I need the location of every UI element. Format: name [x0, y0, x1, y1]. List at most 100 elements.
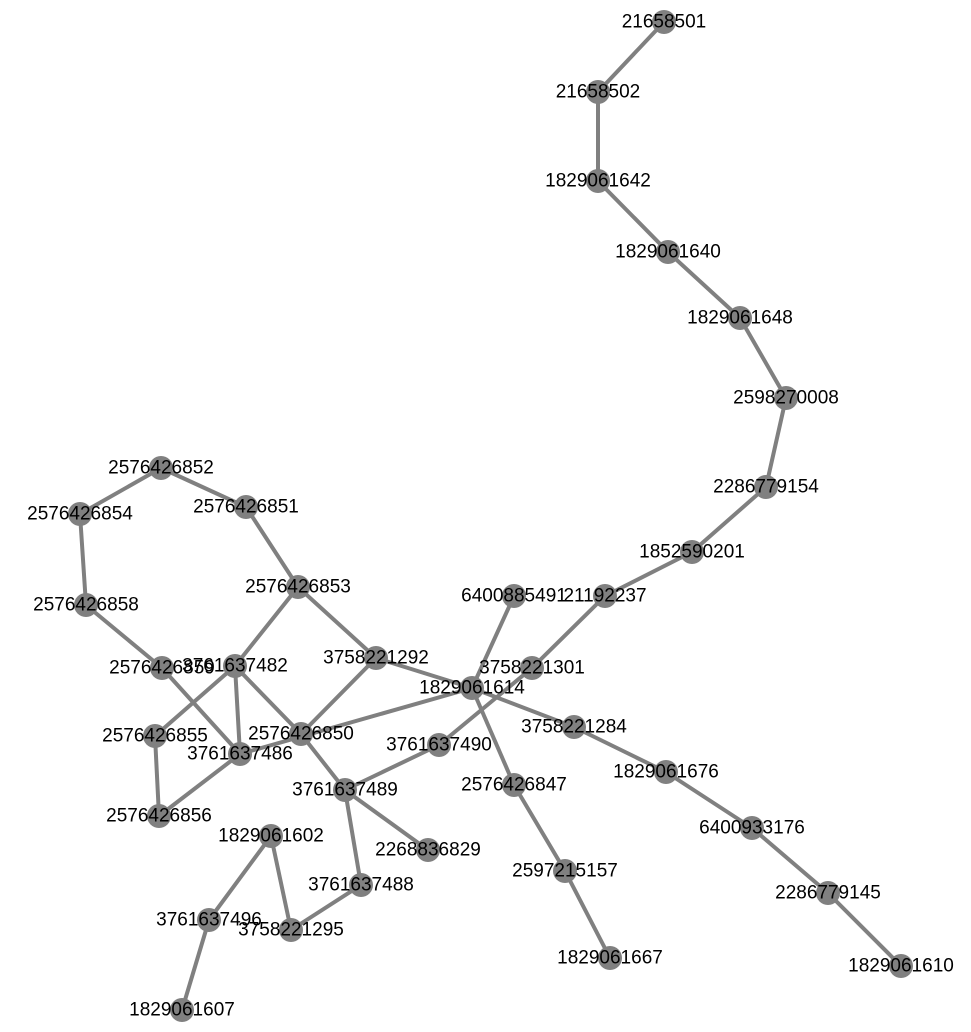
edge-3761637490-3761637489 [343, 743, 441, 792]
node-label-2576426858: 2576426858 [33, 595, 139, 616]
node-2268836829 [416, 838, 440, 862]
edge-2576426855-2576426856 [153, 734, 161, 818]
edge-2576426850-3758221292 [299, 656, 378, 736]
node-2286779145 [816, 881, 840, 905]
node-3758221301 [520, 656, 544, 680]
edge-1829061602-3761637496 [207, 834, 273, 922]
edge-2576426858-2576426859 [84, 603, 164, 670]
node-label-2576426855: 2576426855 [102, 726, 208, 747]
edge-3758221295-1829061602 [269, 834, 293, 932]
node-label-2576426850: 2576426850 [248, 724, 354, 745]
node-2576426851 [234, 495, 258, 519]
node-label-2576426851: 2576426851 [193, 497, 299, 518]
node-label-2268836829: 2268836829 [375, 840, 481, 861]
edge-2576426854-2576426858 [78, 512, 88, 607]
edge-2576426856-3761637486 [157, 752, 242, 818]
node-1829061648 [728, 306, 752, 330]
edge-2576426851-2576426852 [159, 466, 248, 509]
node-3761637486 [228, 742, 252, 766]
edge-3761637486-1829061614 [238, 686, 474, 756]
node-label-21658502: 21658502 [556, 82, 641, 103]
edge-1829061614-6400885491 [470, 594, 516, 690]
node-label-2286779145: 2286779145 [775, 883, 881, 904]
node-3758221292 [364, 646, 388, 670]
edge-21658501-21658502 [596, 20, 666, 94]
edge-3761637488-3758221295 [289, 883, 363, 932]
node-3758221284 [562, 715, 586, 739]
node-label-2576426856: 2576426856 [106, 806, 212, 827]
node-label-3761637488: 3761637488 [308, 875, 414, 896]
node-2576426852 [149, 456, 173, 480]
edge-1852590201-21192237 [603, 550, 694, 598]
node-21192237 [593, 584, 617, 608]
node-1829061676 [654, 760, 678, 784]
edge-2598270008-2286779154 [764, 396, 788, 489]
node-label-21658501: 21658501 [622, 12, 707, 33]
node-6400885491 [502, 584, 526, 608]
node-6400933176 [740, 816, 764, 840]
edge-1829061648-2598270008 [738, 316, 788, 400]
edge-3761637482-3761637486 [233, 664, 242, 756]
node-1829061640 [656, 240, 680, 264]
node-21658501 [652, 10, 676, 34]
edge-3758221284-1829061676 [572, 725, 668, 774]
node-2576426855 [143, 724, 167, 748]
node-3761637482 [223, 654, 247, 678]
node-label-3761637489: 3761637489 [292, 780, 398, 801]
node-label-2597215157: 2597215157 [512, 861, 618, 882]
edge-3758221292-1829061614 [374, 656, 474, 690]
node-2576426858 [74, 593, 98, 617]
node-label-1829061607: 1829061607 [129, 1000, 235, 1021]
edge-1829061614-3758221284 [470, 686, 576, 729]
node-2576426859 [150, 656, 174, 680]
node-1829061610 [889, 954, 913, 978]
edge-1829061640-1829061648 [666, 250, 742, 320]
edge-2576426859-3761637486 [160, 666, 242, 756]
node-2286779154 [754, 475, 778, 499]
node-2576426847 [502, 773, 526, 797]
node-label-6400885491: 6400885491 [461, 586, 567, 607]
edge-3758221301-3761637490 [437, 666, 534, 747]
node-3761637488 [349, 873, 373, 897]
node-label-2576426852: 2576426852 [108, 458, 214, 479]
node-label-2576426847: 2576426847 [461, 775, 567, 796]
edge-2576426850-3761637482 [233, 664, 303, 736]
node-2576426856 [147, 804, 171, 828]
node-label-2598270008: 2598270008 [733, 388, 839, 409]
node-label-3758221284: 3758221284 [521, 717, 627, 738]
node-3761637490 [427, 733, 451, 757]
node-label-1829061676: 1829061676 [613, 762, 719, 783]
node-1829061602 [259, 824, 283, 848]
edge-3761637489-2268836829 [343, 788, 430, 852]
node-label-1829061642: 1829061642 [545, 171, 651, 192]
edge-1829061642-1829061640 [596, 179, 670, 254]
labels-layer: 2165850121658502182906164218290616401829… [27, 12, 954, 1021]
node-label-2576426854: 2576426854 [27, 504, 133, 525]
node-label-1829061648: 1829061648 [687, 308, 793, 329]
node-2576426854 [68, 502, 92, 526]
edge-1829061614-2576426847 [470, 686, 516, 787]
node-label-2576426859: 2576426859 [109, 658, 215, 679]
node-1829061642 [586, 169, 610, 193]
edge-2576426853-3761637482 [233, 585, 300, 668]
node-label-6400933176: 6400933176 [699, 818, 805, 839]
node-label-1829061614: 1829061614 [419, 678, 525, 699]
node-label-21192237: 21192237 [563, 586, 646, 607]
edge-2576426847-2597215157 [512, 783, 567, 873]
node-label-3761637482: 3761637482 [182, 656, 288, 677]
edge-2576426852-2576426854 [78, 466, 163, 516]
edge-2286779145-1829061610 [826, 891, 903, 968]
node-1852590201 [680, 540, 704, 564]
edge-6400933176-2286779145 [750, 826, 830, 895]
node-2597215157 [553, 859, 577, 883]
node-label-1829061610: 1829061610 [848, 956, 954, 977]
edge-21192237-3758221301 [530, 594, 607, 670]
node-2576426850 [289, 722, 313, 746]
node-label-3758221295: 3758221295 [238, 920, 344, 941]
node-1829061667 [598, 946, 622, 970]
node-label-3758221301: 3758221301 [479, 658, 585, 679]
node-label-1829061667: 1829061667 [557, 948, 663, 969]
node-label-2286779154: 2286779154 [713, 477, 819, 498]
node-3761637496 [197, 908, 221, 932]
nodes-layer [68, 10, 913, 1022]
